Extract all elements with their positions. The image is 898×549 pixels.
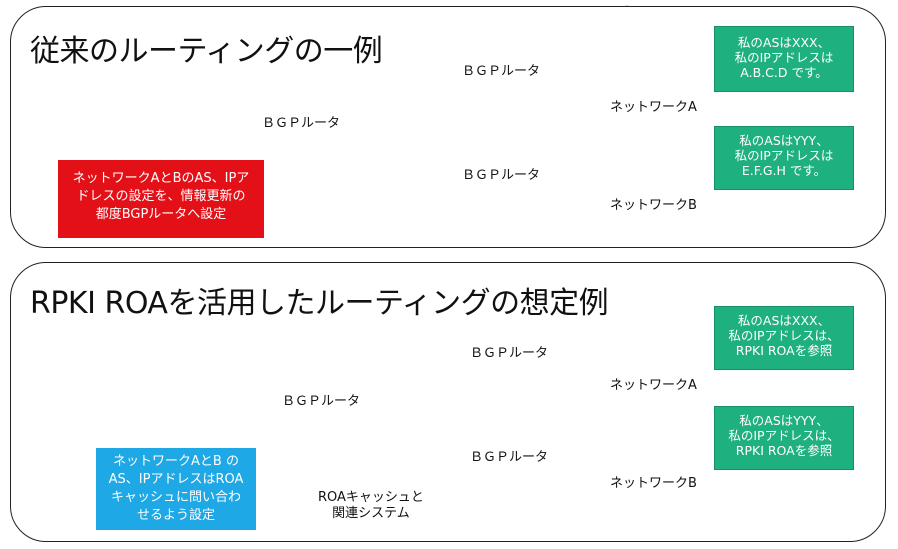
note-line: せるよう設定: [136, 508, 215, 523]
router-label-a: ＢＧＰルータ: [462, 64, 541, 79]
router-label-b-2: ＢＧＰルータ: [470, 450, 549, 465]
note-line: AS、IPアドレスはROA: [108, 472, 244, 487]
note-line: ネットワークAとB の: [113, 454, 239, 469]
note-line: 私のASはYYY、: [739, 413, 829, 428]
note-line: ドレスの設定を、情報更新の: [76, 189, 246, 204]
panel2-title: RPKI ROAを活用したルーティングの想定例: [30, 286, 609, 321]
panel1-title: 従来のルーティングの一例: [30, 34, 383, 69]
router-label-center-2: ＢＧＰルータ: [282, 394, 361, 409]
note-line: E.F.G.H です。: [741, 163, 827, 178]
note-line: 私のIPアドレスは: [734, 50, 834, 65]
note-line: 私のASはXXX、: [737, 313, 831, 328]
message-note-a-2: 私のASはXXX、 私のIPアドレスは、 RPKI ROAを参照: [714, 306, 854, 370]
router-label-b: ＢＧＰルータ: [462, 168, 541, 183]
network-label-a: ネットワークA: [610, 100, 697, 115]
note-line: 私のIPアドレスは、: [728, 328, 840, 343]
note-line: 私のIPアドレスは、: [728, 428, 840, 443]
message-note-b: 私のASはYYY、 私のIPアドレスは E.F.G.H です。: [714, 126, 854, 190]
label-line: 関連システム: [332, 506, 410, 521]
operator-note-blue: ネットワークAとB の AS、IPアドレスはROA キャッシュに問い合わ せるよ…: [96, 448, 256, 530]
router-label-a-2: ＢＧＰルータ: [470, 346, 549, 361]
note-line: 都度BGPルータへ設定: [95, 207, 227, 222]
note-line: ネットワークAとBのAS、IPア: [72, 171, 250, 186]
note-line: 私のIPアドレスは: [734, 148, 834, 163]
note-line: A.B.C.D です。: [740, 65, 828, 80]
message-note-a: 私のASはXXX、 私のIPアドレスは A.B.C.D です。: [714, 26, 854, 92]
network-label-b: ネットワークB: [610, 198, 697, 213]
message-note-b-2: 私のASはYYY、 私のIPアドレスは、 RPKI ROAを参照: [714, 406, 854, 470]
note-line: RPKI ROAを参照: [735, 443, 833, 458]
router-label-center: ＢＧＰルータ: [262, 116, 341, 131]
note-line: 私のASはXXX、: [737, 35, 831, 50]
network-label-a-2: ネットワークA: [610, 378, 697, 393]
note-line: RPKI ROAを参照: [735, 343, 833, 358]
operator-note-red: ネットワークAとBのAS、IPア ドレスの設定を、情報更新の 都度BGPルータへ…: [58, 160, 264, 238]
note-line: キャッシュに問い合わ: [110, 490, 241, 505]
network-label-b-2: ネットワークB: [610, 476, 697, 491]
label-line: ROAキャッシュと: [318, 490, 424, 505]
cache-system-label: ROAキャッシュと 関連システム: [318, 490, 424, 522]
note-line: 私のASはYYY、: [739, 133, 829, 148]
